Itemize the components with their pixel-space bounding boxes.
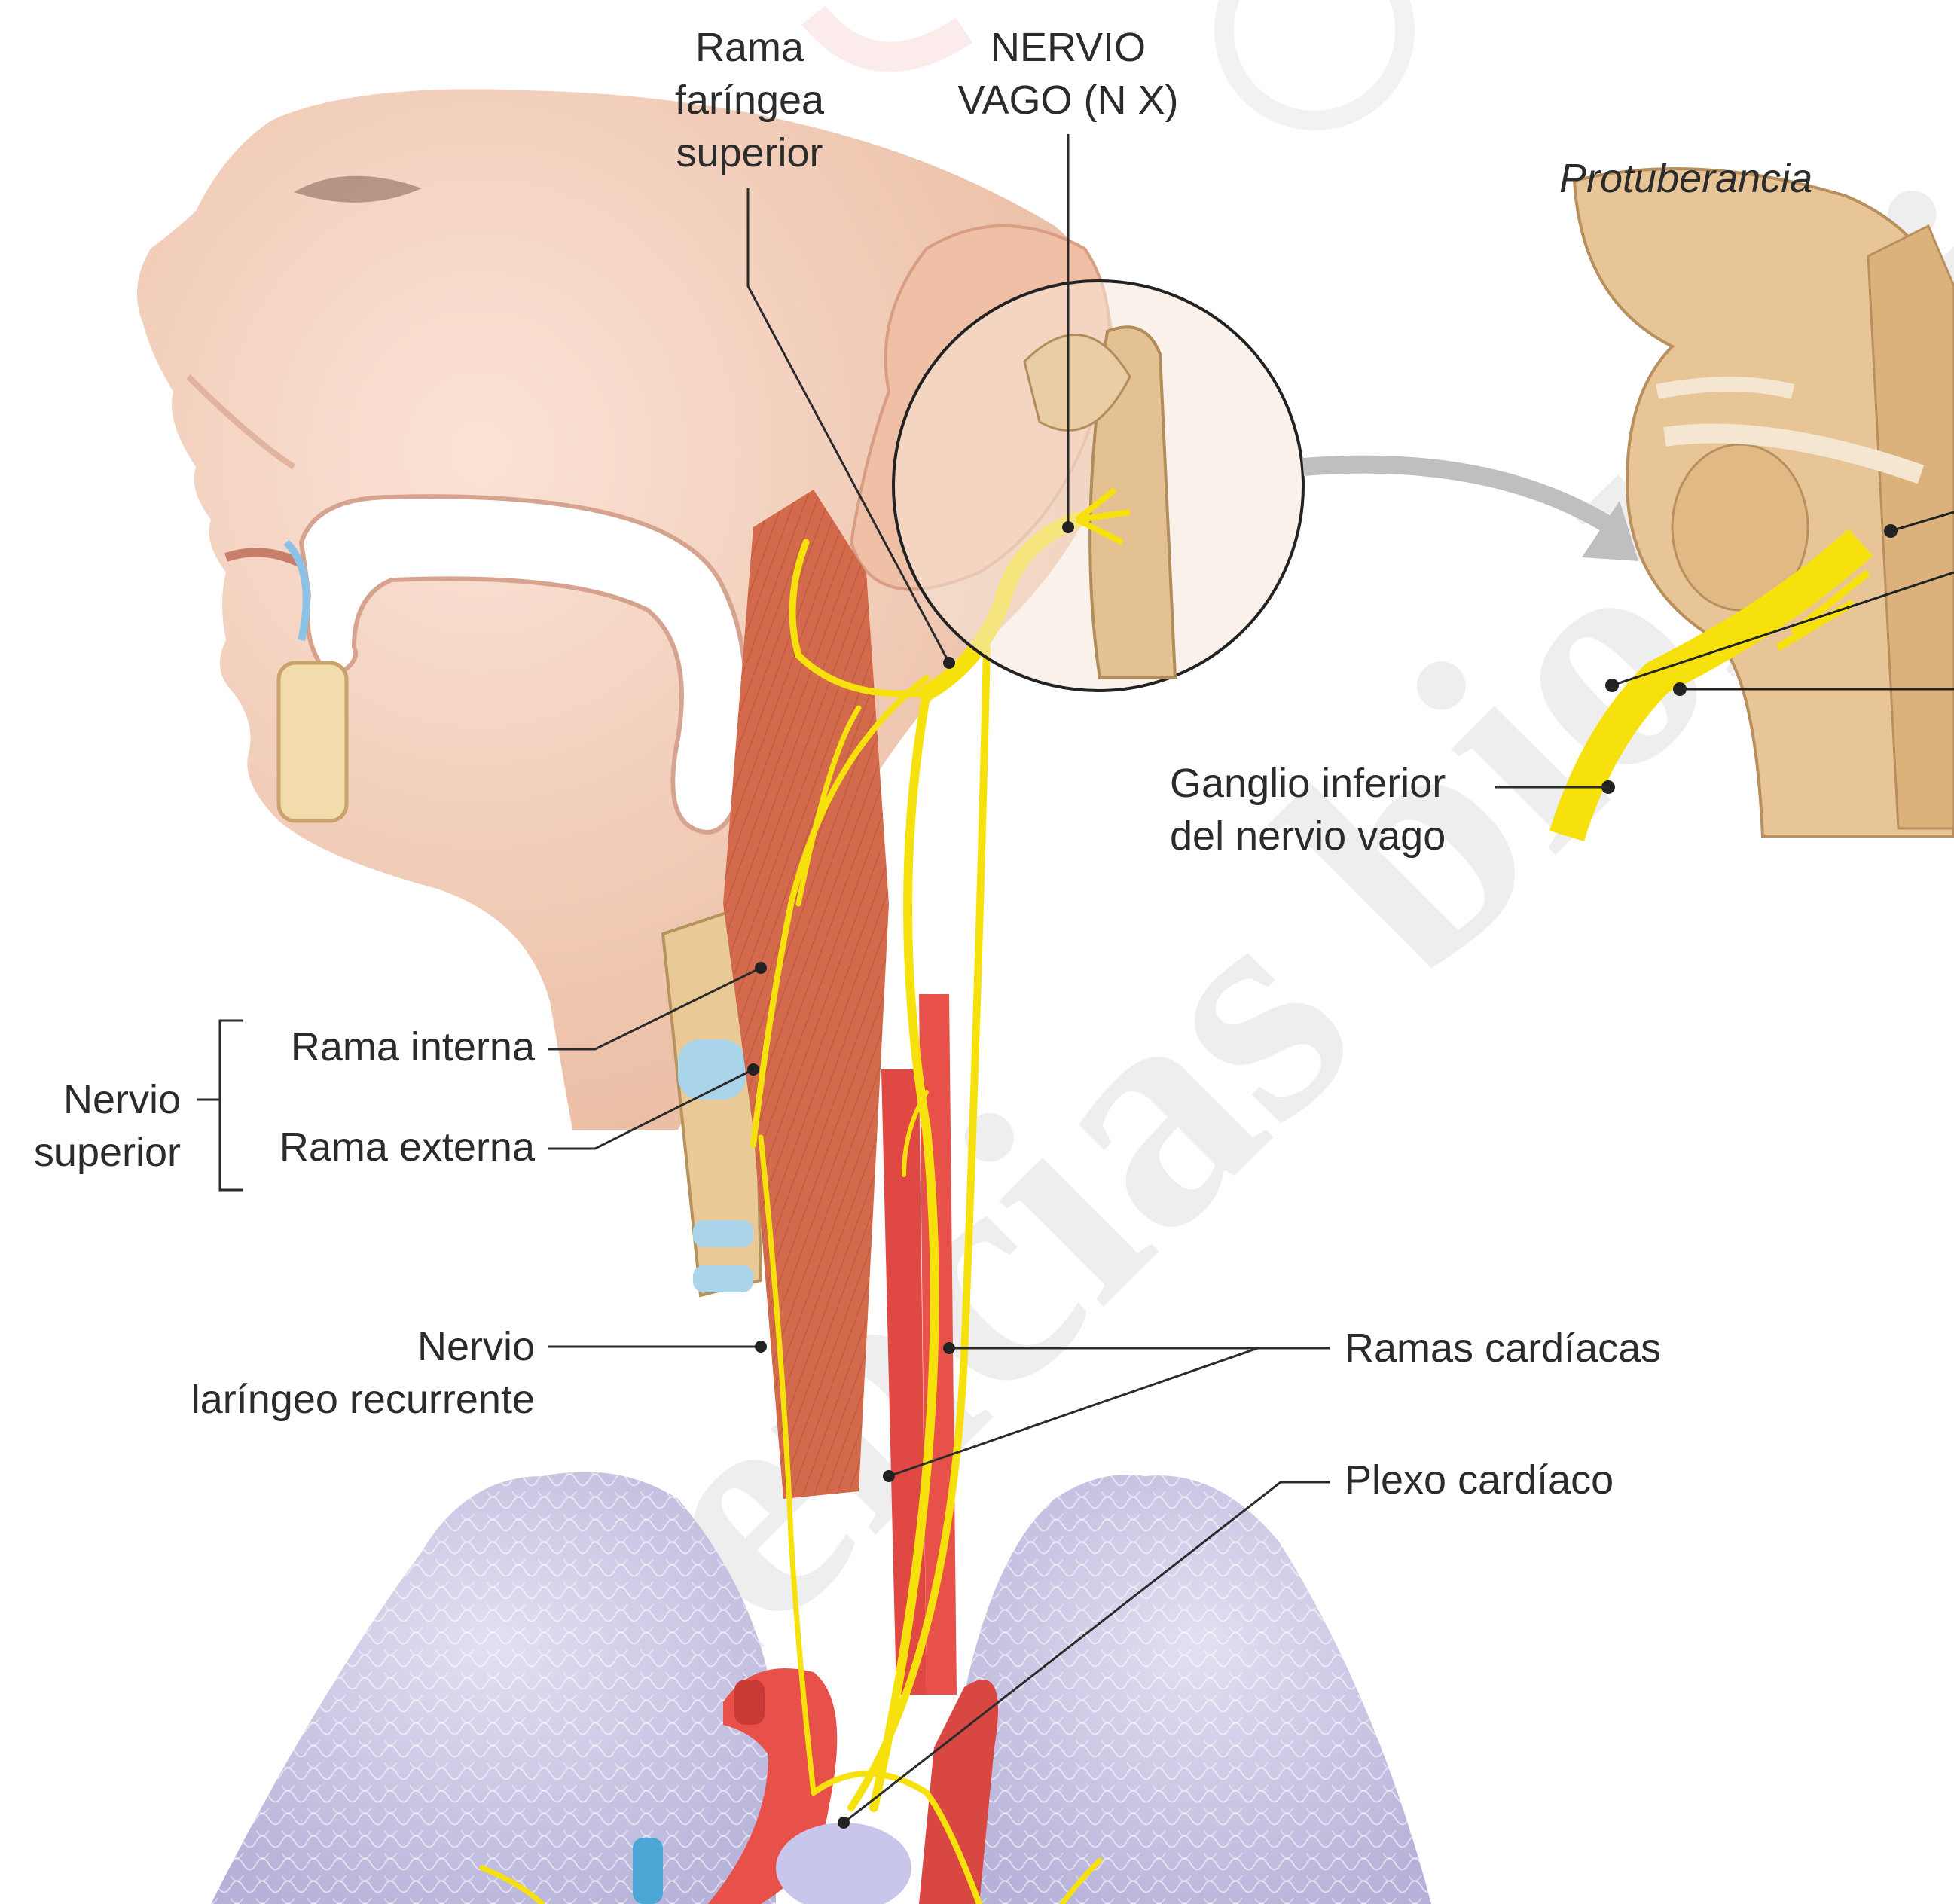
label-protuberancia: Protuberancia	[1559, 152, 1812, 205]
dot-rama-interna	[755, 962, 767, 974]
label-nervio-superior: Nervio superior	[8, 1073, 181, 1179]
dot-nervio-vago	[1062, 521, 1074, 533]
dot-laringeo	[755, 1341, 767, 1353]
label-rama-faringea: Rama faríngea superior	[663, 21, 836, 179]
label-rama-interna: Rama interna	[226, 1021, 535, 1073]
label-laringeo: Nervio laríngeo recurrente	[113, 1320, 535, 1426]
label-nervio-vago-line1: NERVIO	[948, 21, 1189, 74]
dot-ramas-cardiacas-2	[883, 1470, 895, 1482]
registered-mark-icon	[1224, 0, 1405, 121]
superior-vena-cava	[633, 1838, 663, 1904]
left-lung-texture	[211, 1472, 776, 1904]
tracheal-ring-2	[693, 1265, 753, 1292]
jaw-bone	[279, 663, 347, 821]
dot-plexo	[838, 1817, 850, 1829]
label-ganglio-line1: Ganglio inferior	[1170, 757, 1446, 810]
dot-rama-faringea	[943, 657, 955, 669]
right-lung-texture	[964, 1475, 1431, 1904]
label-laringeo-line1: Nervio	[113, 1320, 535, 1373]
label-ramas-cardiacas: Ramas cardíacas	[1345, 1322, 1661, 1375]
label-plexo: Plexo cardíaco	[1345, 1454, 1614, 1506]
label-rama-faringea-line2: faríngea	[663, 74, 836, 127]
label-nervio-superior-line2: superior	[8, 1126, 181, 1179]
label-nervio-vago: NERVIO VAGO (N X)	[948, 21, 1189, 127]
label-rama-faringea-line3: superior	[663, 127, 836, 179]
tracheal-ring-1	[693, 1220, 753, 1247]
label-ganglio: Ganglio inferior del nervio vago	[1170, 757, 1446, 862]
magnifier	[893, 281, 1303, 691]
label-nervio-superior-line1: Nervio	[8, 1073, 181, 1126]
dot-rama-externa	[747, 1063, 759, 1076]
label-rama-externa: Rama externa	[226, 1121, 535, 1173]
label-ganglio-line2: del nervio vago	[1170, 810, 1446, 862]
logo-mark-icon	[814, 15, 964, 57]
brachiocephalic-trunk	[734, 1680, 765, 1725]
label-rama-faringea-line1: Rama	[663, 21, 836, 74]
label-laringeo-line2: laríngeo recurrente	[113, 1373, 535, 1426]
dot-ramas-cardiacas-1	[943, 1342, 955, 1354]
vestibulocochlear-root	[1657, 384, 1793, 392]
label-nervio-vago-line2: VAGO (N X)	[948, 74, 1189, 127]
